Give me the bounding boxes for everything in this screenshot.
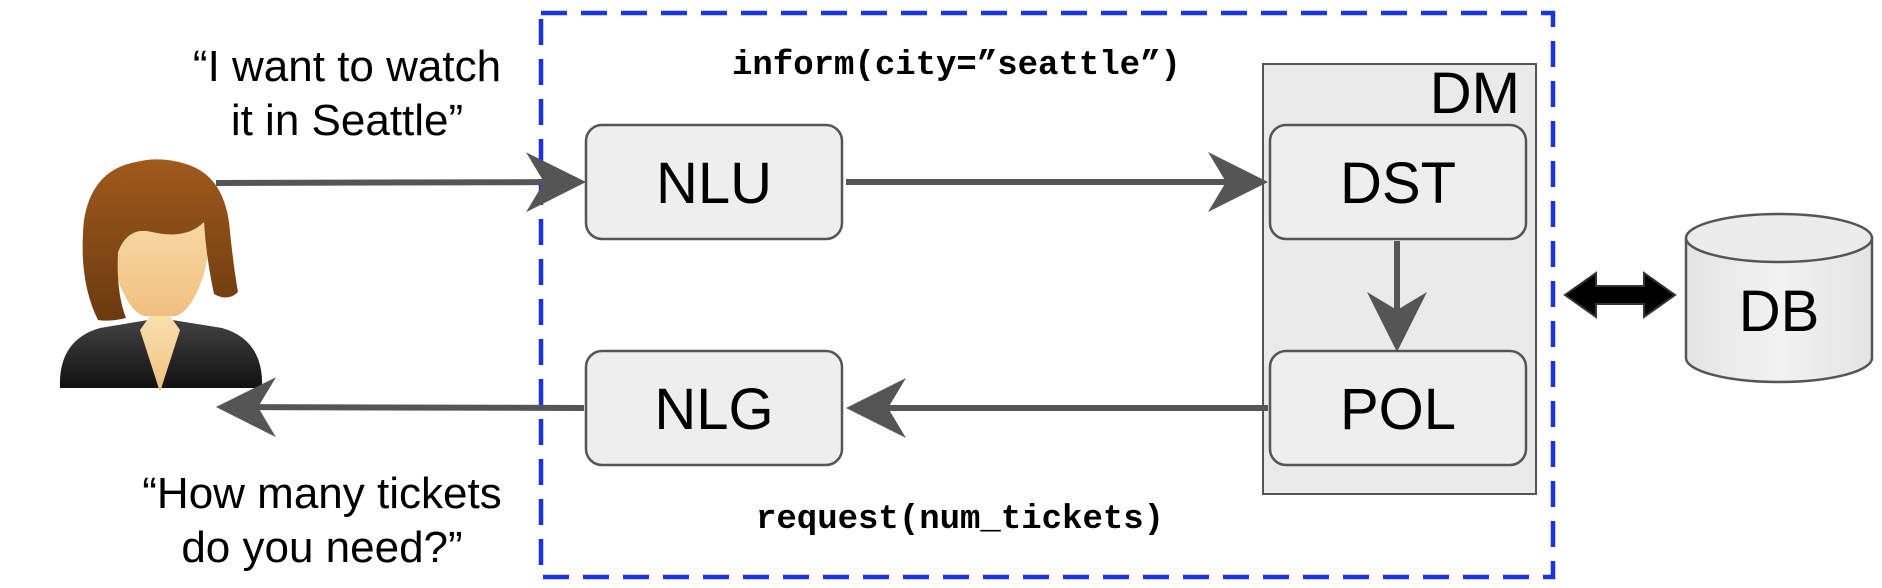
nlg-label: NLG <box>654 377 773 442</box>
dst-module: DST <box>1268 123 1528 241</box>
database-icon: DB <box>1684 212 1874 384</box>
user-utterance-line2: it in Seattle” <box>231 96 463 145</box>
pol-label: POL <box>1340 377 1456 442</box>
dst-label: DST <box>1340 151 1456 216</box>
user-utterance-line1: “I want to watch <box>193 42 501 91</box>
nlu-module: NLU <box>584 123 844 241</box>
system-boundary <box>538 10 1556 580</box>
nlg-module: NLG <box>584 349 844 467</box>
request-annotation: request(num_tickets) <box>756 501 1164 539</box>
user-avatar-icon <box>59 159 263 392</box>
arrow-user-to-nlu <box>215 152 586 213</box>
db-label: DB <box>1739 279 1820 344</box>
dm-label: DM <box>1430 61 1520 126</box>
nlu-label: NLU <box>656 151 772 216</box>
system-utterance-line1: “How many tickets <box>142 469 501 518</box>
inform-annotation: inform(city=”seattle”) <box>732 47 1181 85</box>
system-utterance-line2: do you need?” <box>181 523 462 572</box>
bidirectional-arrow-dm-db <box>1563 271 1677 319</box>
arrow-nlg-to-user <box>216 377 585 438</box>
pol-module: POL <box>1268 349 1528 467</box>
